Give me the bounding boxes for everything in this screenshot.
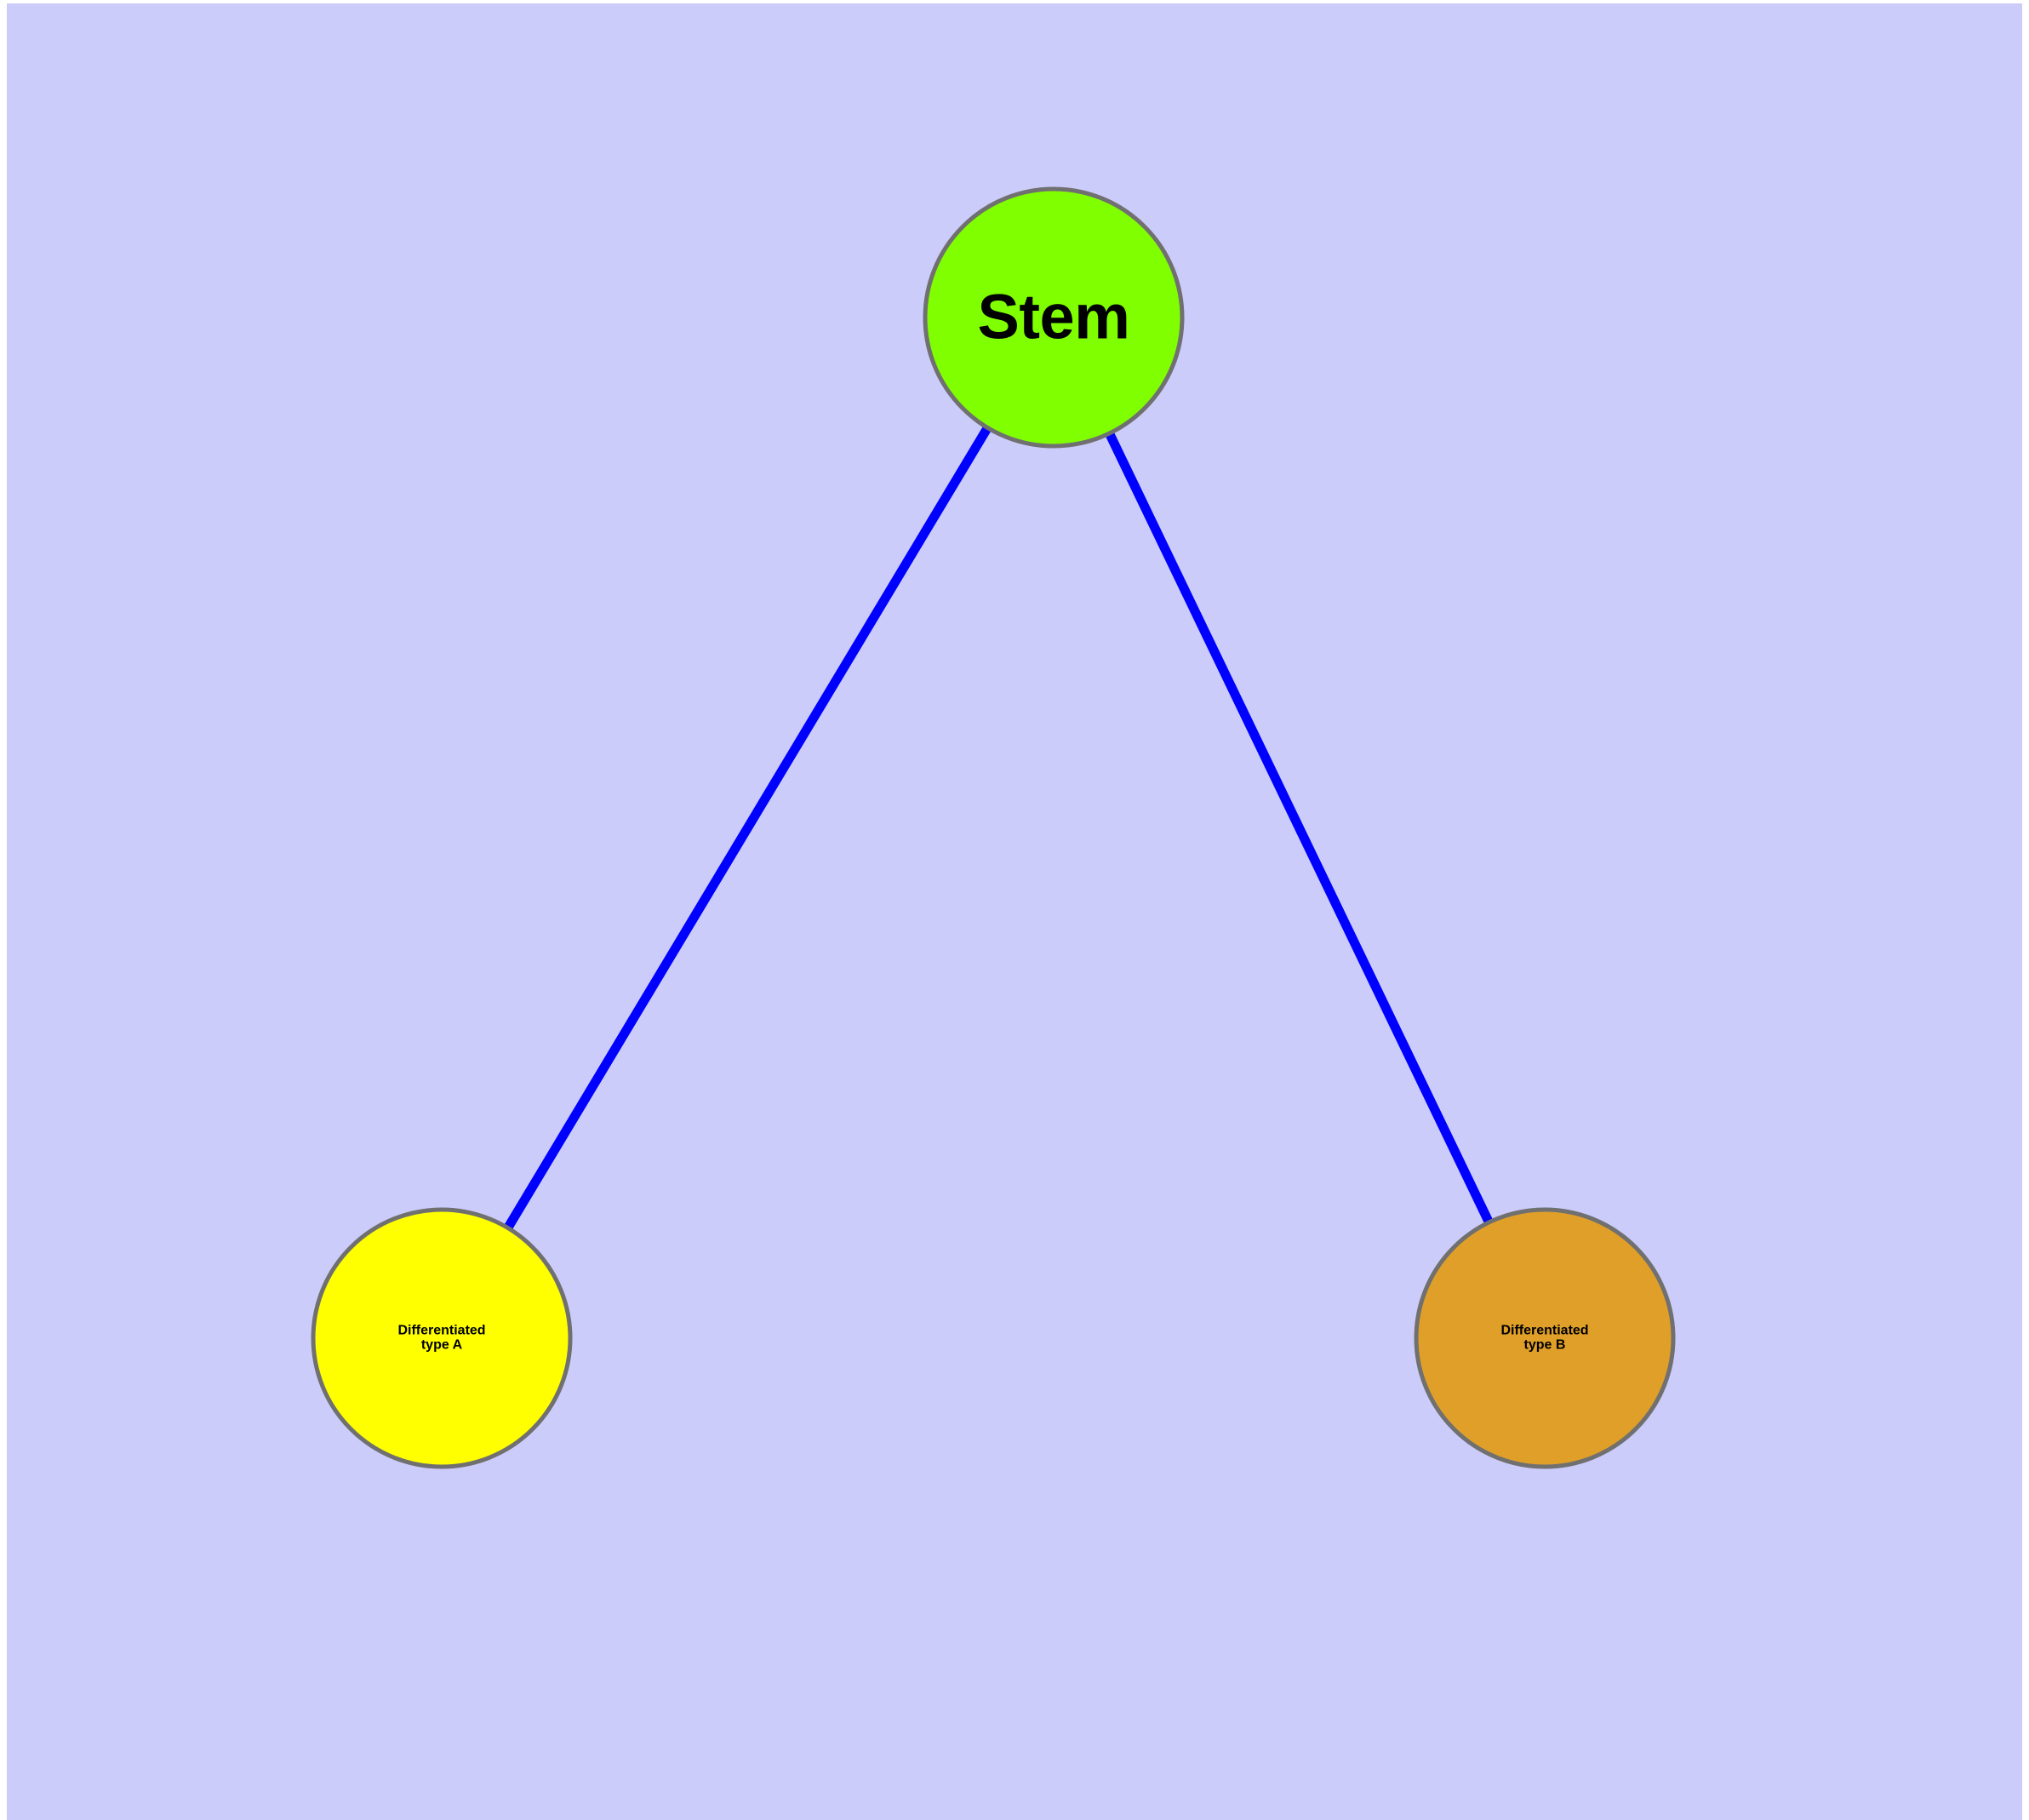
graph-node-diff-b[interactable] xyxy=(1414,1207,1676,1469)
edge-layer xyxy=(503,425,1494,1231)
node-layer xyxy=(311,186,1676,1469)
graph-edge-stem-to-diff-b xyxy=(1105,431,1494,1225)
graph-node-diff-a[interactable] xyxy=(311,1207,573,1469)
graph-node-stem[interactable] xyxy=(923,186,1185,449)
graph-edge-stem-to-diff-a xyxy=(503,425,992,1231)
